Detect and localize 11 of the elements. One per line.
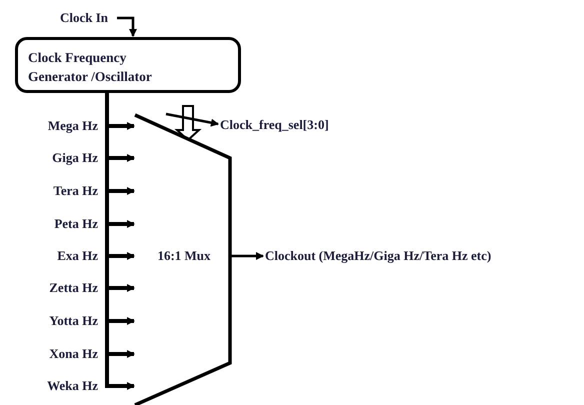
output-label: Clockout (MegaHz/Giga Hz/Tera Hz etc) [265, 248, 492, 264]
input-label: Clock In [60, 10, 110, 26]
arrow [166, 112, 219, 127]
mux-title: 16:1 Mux [156, 248, 212, 264]
frequency-label: Weka Hz [47, 378, 98, 393]
select-signal-label: Clock_freq_sel[3:0] [220, 117, 330, 133]
oscillator-box [15, 37, 241, 93]
arrow [117, 16, 137, 37]
box-title: Clock Frequency Generator /Oscillator [28, 49, 153, 86]
arrow [231, 252, 264, 260]
frequency-label: Giga Hz [52, 150, 98, 165]
